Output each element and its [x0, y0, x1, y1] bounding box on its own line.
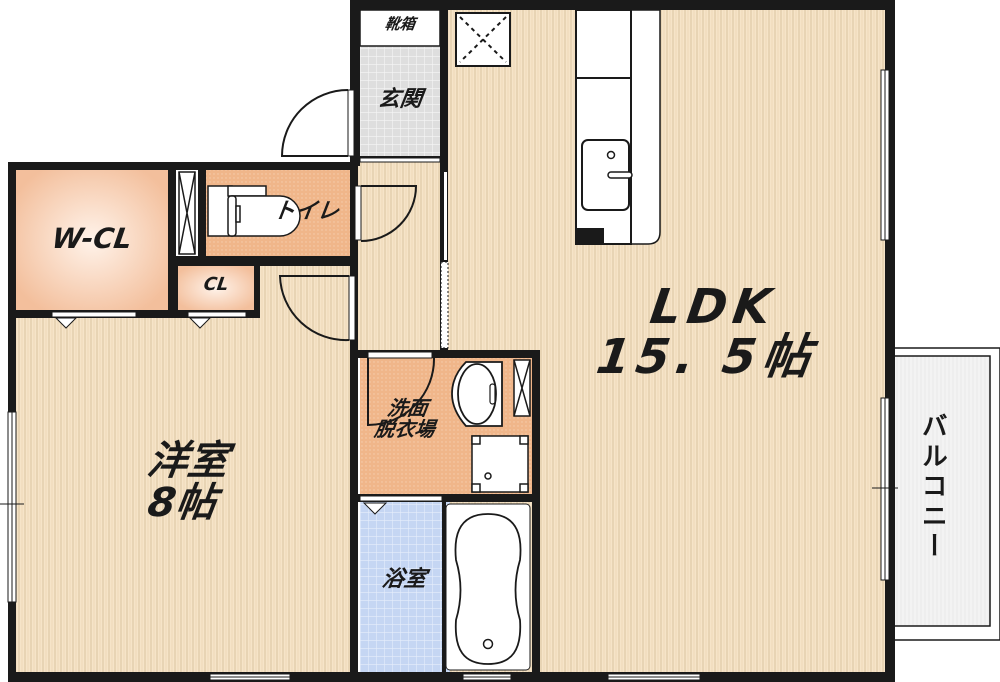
ldk-name: LDK — [646, 279, 781, 335]
hallway-floor — [355, 162, 445, 352]
hall-strip-floor — [258, 256, 355, 352]
bathroom-floor — [360, 502, 450, 672]
wcl-name: W-CL — [49, 222, 135, 255]
ceiling-hatch — [455, 12, 511, 67]
western-room-label: 洋室 8帖 — [114, 438, 256, 526]
entrance-name: 玄関 — [376, 87, 424, 112]
hall-ldk-sliding-door — [440, 261, 449, 349]
toilet-name: トイレ — [271, 199, 341, 224]
shoe-box-name: 靴箱 — [383, 15, 417, 33]
western-room-floor — [16, 316, 350, 672]
balcony-name: バルコニー — [917, 412, 948, 562]
doors — [278, 89, 436, 427]
washroom-label: 洗面 脱衣場 — [357, 396, 455, 441]
shoe-box-label: 靴箱 — [363, 15, 437, 33]
cl-name: CL — [202, 274, 230, 295]
bathroom-name: 浴室 — [380, 567, 428, 592]
ldk-size: 15. 5帖 — [592, 329, 820, 386]
cl-label: CL — [189, 274, 244, 295]
hall-ldk-partition — [444, 172, 447, 260]
balcony-floor — [889, 355, 991, 627]
entrance-floor — [360, 46, 440, 156]
western-room-name: 洋室 — [144, 438, 232, 484]
entrance-label: 玄関 — [362, 87, 437, 112]
kitchen-counter — [575, 9, 661, 245]
washroom-name-line1: 洗面 — [385, 396, 430, 420]
washing-machine-space — [471, 435, 529, 493]
washbasin — [451, 361, 503, 427]
balcony-label: バルコニー — [917, 412, 948, 562]
closet-doors — [51, 157, 443, 515]
toilet-label: トイレ — [260, 199, 351, 224]
bathroom-label: 浴室 — [360, 567, 447, 592]
wcl-label: W-CL — [32, 222, 152, 255]
ldk-label: LDK 15. 5帖 — [592, 279, 827, 386]
western-room-size: 8帖 — [144, 480, 220, 526]
wcl-floor — [16, 170, 168, 310]
toilet-fixture — [207, 185, 301, 237]
bathtub — [445, 503, 531, 671]
window-center-marks — [0, 487, 898, 505]
cl-floor — [178, 266, 254, 310]
windows — [7, 69, 890, 681]
washroom-name-line2: 脱衣場 — [372, 417, 437, 441]
storage-boxes — [178, 171, 531, 417]
